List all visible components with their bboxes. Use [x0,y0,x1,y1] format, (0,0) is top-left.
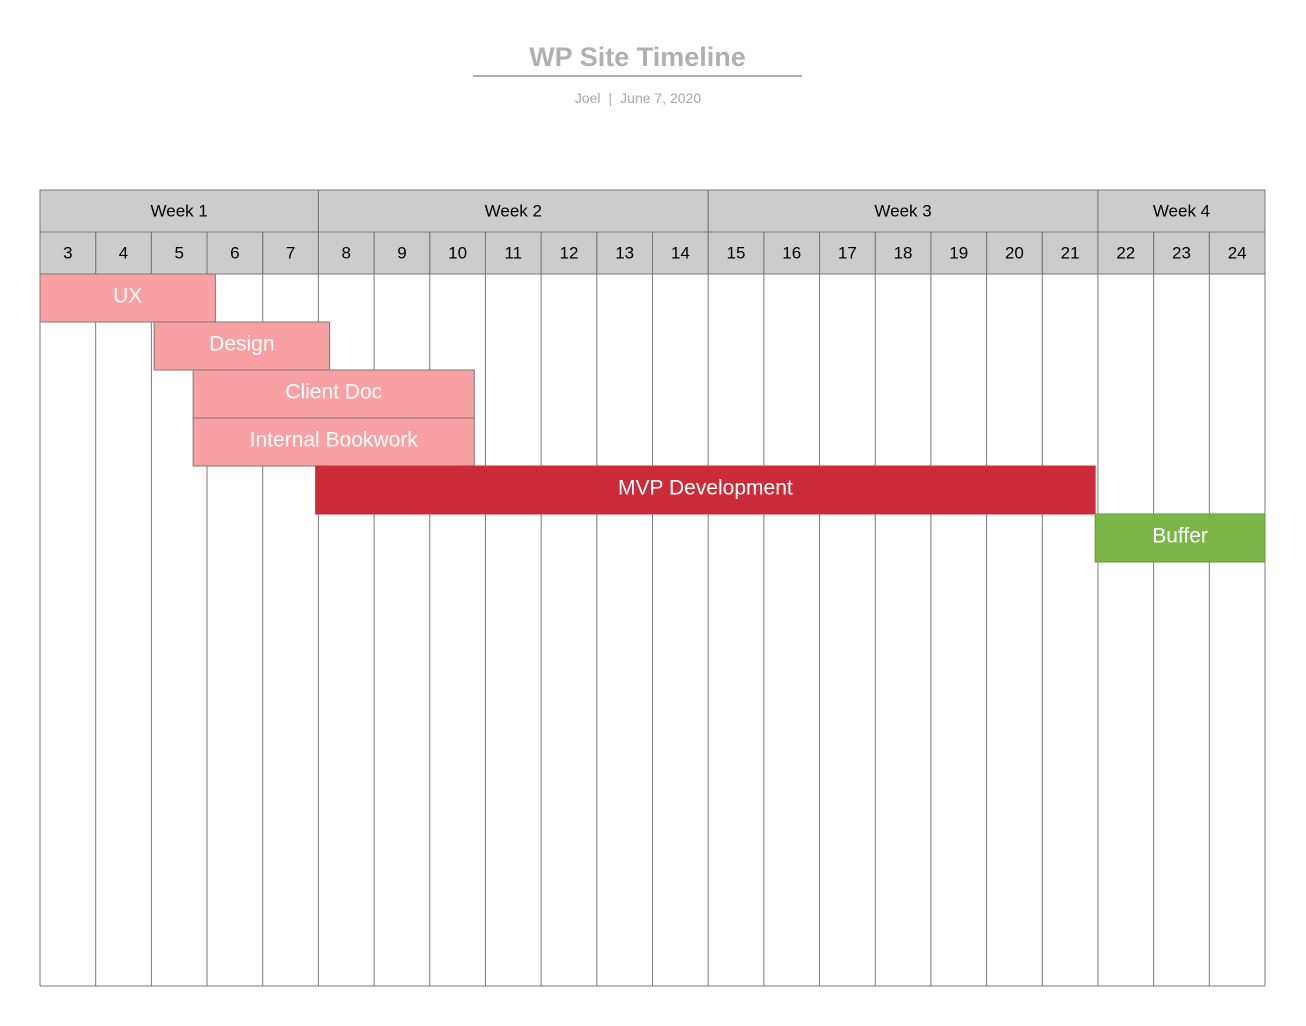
day-header-cell [1208,231,1266,275]
day-label: 9 [397,244,406,263]
day-label: 19 [949,244,968,263]
week-label: Week 3 [874,202,931,221]
day-label: 13 [615,244,634,263]
week-label: Week 1 [151,202,208,221]
day-label: 8 [342,244,351,263]
week-label: Week 2 [485,202,542,221]
title-underline [473,75,802,77]
day-label: 18 [894,244,913,263]
day-label: 17 [838,244,857,263]
day-label: 7 [286,244,295,263]
task-label: Buffer [1152,525,1208,548]
page-title: WP Site Timeline [529,42,746,72]
day-label: 22 [1116,244,1135,263]
day-label: 15 [727,244,746,263]
task-bar [192,369,475,419]
day-label: 10 [448,244,467,263]
day-label: 14 [671,244,690,263]
task-bar [1094,513,1266,563]
week-label: Week 4 [1153,202,1210,221]
day-label: 23 [1172,244,1191,263]
task-label: Client Doc [285,381,382,404]
day-label: 24 [1228,244,1247,263]
subtitle-separator: | [608,90,613,106]
day-label: 20 [1005,244,1024,263]
day-label: 3 [63,244,72,263]
day-label: 12 [560,244,579,263]
task-label: MVP Development [618,477,793,500]
day-label: 5 [174,244,183,263]
author-name: Joel [574,90,601,106]
task-bar [315,465,1096,515]
day-label: 11 [504,244,522,263]
day-label: 4 [119,244,128,263]
day-label: 21 [1061,244,1080,263]
day-label: 16 [782,244,801,263]
task-label: UX [113,285,142,308]
task-bar [153,321,331,371]
task-bar [192,417,475,467]
task-bar [39,273,216,323]
task-label: Internal Bookwork [250,429,419,452]
page-subtitle: Joel | June 7, 2020 [458,88,818,108]
document-date: June 7, 2020 [620,90,702,106]
day-label: 6 [230,244,239,263]
task-label: Design [209,333,274,356]
